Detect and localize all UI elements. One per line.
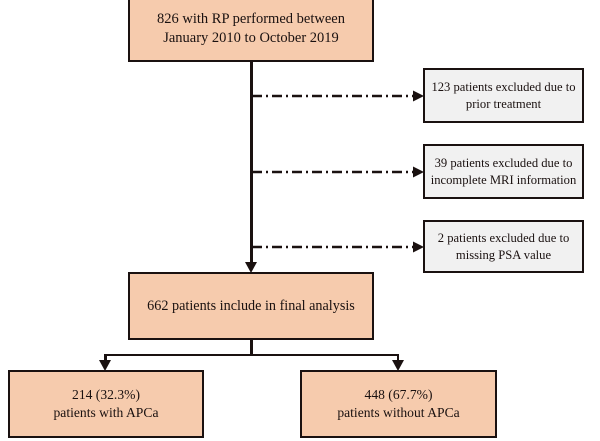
node-final-analysis-label: 662 patients include in final analysis (147, 297, 355, 314)
node-exclusion-3-label: 2 patients excluded due to missing PSA v… (437, 230, 570, 262)
arrowhead-into-outcome-apca (99, 360, 111, 371)
node-final-analysis: 662 patients include in final analysis (128, 272, 374, 340)
connector-branch-exclusion-3 (252, 241, 424, 253)
connector-branch-exclusion-2 (252, 166, 424, 178)
connector-split-bar (104, 353, 399, 356)
node-outcome-without-apca-label: 448 (67.7%) patients without APCa (337, 387, 460, 420)
node-exclusion-prior-treatment: 123 patients excluded due to prior treat… (423, 68, 584, 123)
arrowhead-into-outcome-no-apca (391, 360, 404, 371)
connector-split-left-drop (104, 353, 107, 363)
node-outcome-with-apca-label: 214 (32.3%) patients with APCa (53, 387, 159, 420)
node-enrolled-label: 826 with RP performed between January 20… (157, 10, 345, 46)
node-enrolled: 826 with RP performed between January 20… (128, 0, 374, 62)
connector-branch-exclusion-1 (252, 90, 424, 102)
node-exclusion-incomplete-mri: 39 patients excluded due to incomplete M… (423, 144, 584, 199)
node-exclusion-1-label: 123 patients excluded due to prior treat… (431, 79, 576, 111)
node-exclusion-missing-psa: 2 patients excluded due to missing PSA v… (423, 220, 584, 273)
connector-split-stem (250, 340, 253, 356)
connector-trunk-main (250, 62, 253, 264)
arrowhead-into-final (244, 262, 257, 273)
node-outcome-with-apca: 214 (32.3%) patients with APCa (8, 370, 204, 438)
connector-split-right-drop (396, 353, 399, 363)
node-exclusion-2-label: 39 patients excluded due to incomplete M… (430, 155, 577, 187)
node-outcome-without-apca: 448 (67.7%) patients without APCa (300, 370, 497, 438)
